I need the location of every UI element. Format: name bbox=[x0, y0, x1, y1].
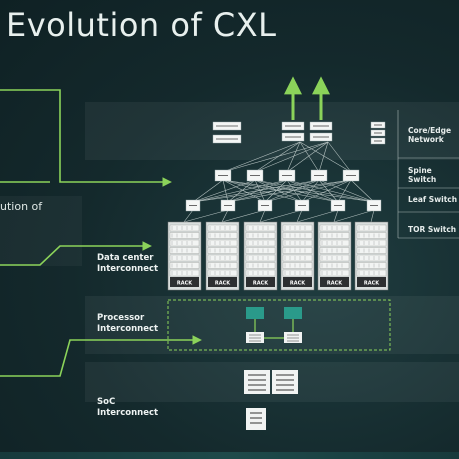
spine-switch bbox=[310, 169, 328, 182]
tier-dividers bbox=[397, 110, 459, 239]
core-router bbox=[212, 134, 242, 144]
label-core-edge: Core/Edge Network bbox=[408, 126, 452, 144]
connector-core bbox=[0, 89, 172, 187]
core-router bbox=[212, 121, 242, 131]
spine-switch bbox=[214, 169, 232, 182]
mesh-links bbox=[183, 141, 375, 223]
leaf-switches bbox=[185, 199, 382, 212]
label-spine-switch: Spine Switch bbox=[408, 166, 437, 184]
spine-switch bbox=[342, 169, 360, 182]
server-rack: RACK bbox=[280, 221, 315, 291]
rack-label: RACK bbox=[327, 281, 343, 287]
processor-band bbox=[85, 296, 459, 354]
core-router bbox=[281, 121, 305, 131]
soc-chips bbox=[244, 370, 298, 430]
processor-nodes bbox=[246, 307, 302, 343]
core-router bbox=[309, 132, 333, 142]
server-rack: RACK bbox=[317, 221, 352, 291]
bottom-bar bbox=[0, 452, 459, 459]
label-tor-switch: TOR Switch bbox=[408, 225, 457, 234]
leaf-switch bbox=[220, 199, 236, 212]
server-rack: RACK bbox=[167, 221, 202, 291]
rack-label: RACK bbox=[253, 281, 269, 287]
server-rack: RACK bbox=[354, 221, 389, 291]
server-rack: RACK bbox=[205, 221, 240, 291]
server-rack: RACK bbox=[243, 221, 278, 291]
connector-datacenter bbox=[0, 241, 152, 266]
processor-dashed-box bbox=[167, 299, 391, 351]
label-leaf-switch: Leaf Switch bbox=[408, 195, 458, 204]
leaf-switch bbox=[366, 199, 382, 212]
page-title: Evolution of CXL bbox=[6, 6, 277, 44]
core-routers bbox=[212, 121, 386, 145]
rack-label: RACK bbox=[290, 281, 306, 287]
spine-switches bbox=[214, 169, 360, 182]
connector-lines bbox=[0, 89, 202, 377]
server-racks: RACK RACK RACK RACK RACK RACK bbox=[167, 221, 389, 291]
core-router-legend bbox=[370, 121, 386, 129]
core-router bbox=[309, 121, 333, 131]
spine-switch bbox=[246, 169, 264, 182]
spine-switch bbox=[278, 169, 296, 182]
core-router bbox=[281, 132, 305, 142]
core-router-legend bbox=[370, 129, 386, 137]
side-caption: ution of bbox=[0, 200, 43, 213]
rack-label: RACK bbox=[364, 281, 380, 287]
connector-processor bbox=[0, 335, 202, 377]
rack-label: RACK bbox=[215, 281, 231, 287]
core-router-legend bbox=[370, 137, 386, 145]
side-panel bbox=[0, 196, 82, 266]
leaf-switch bbox=[330, 199, 346, 212]
leaf-switch bbox=[294, 199, 310, 212]
leaf-switch bbox=[257, 199, 273, 212]
leaf-switch bbox=[185, 199, 201, 212]
label-processor-interconnect: Processor Interconnect bbox=[97, 313, 159, 334]
uplink-arrows bbox=[284, 76, 330, 120]
label-soc-interconnect: SoC Interconnect bbox=[97, 397, 159, 418]
rack-label: RACK bbox=[177, 281, 193, 287]
label-datacenter-interconnect: Data center Interconnect bbox=[97, 253, 159, 274]
core-band bbox=[85, 102, 459, 160]
